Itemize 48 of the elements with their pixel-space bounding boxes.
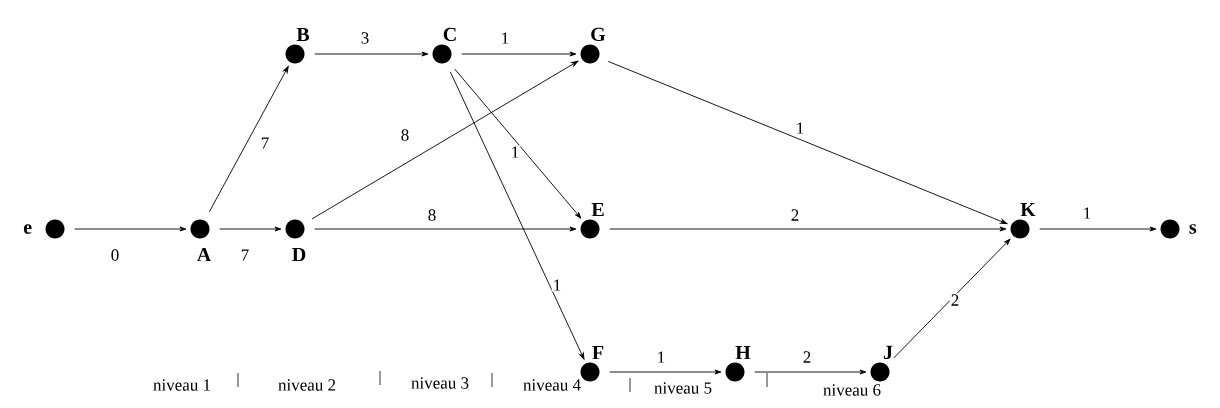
level-label: niveau 3 — [411, 377, 469, 389]
edge-label: 2 — [949, 293, 961, 307]
arrow — [461, 51, 577, 57]
arrow — [893, 238, 1011, 359]
node-label: F — [592, 346, 604, 360]
node-label: H — [735, 346, 751, 360]
level-label: niveau 4 — [523, 379, 581, 391]
edge-label: 1 — [655, 350, 667, 364]
arrow — [607, 61, 1008, 225]
node-label: K — [1020, 203, 1036, 217]
arrow — [311, 60, 579, 220]
node-label: e — [23, 224, 32, 234]
edge-label: 8 — [426, 208, 438, 222]
edge-label: 7 — [239, 248, 251, 262]
node-label: D — [292, 247, 306, 262]
node-label: s — [1189, 224, 1197, 234]
edge-label: 1 — [794, 121, 806, 135]
edge-label: 2 — [789, 208, 801, 222]
level-label: niveau 5 — [654, 382, 712, 394]
node-label: J — [883, 345, 893, 360]
arrow — [219, 226, 282, 232]
edge-label: 8 — [399, 128, 411, 142]
level-label: niveau 6 — [823, 384, 881, 396]
edge-label: 1 — [551, 278, 563, 292]
edge-label: 1 — [499, 31, 511, 45]
edge-label: 2 — [801, 350, 813, 364]
arrow — [449, 71, 585, 360]
arrow — [1039, 226, 1157, 232]
edge-label: 7 — [259, 136, 271, 150]
node-label: G — [591, 27, 606, 42]
node-label: C — [443, 27, 456, 42]
arrow — [754, 369, 867, 375]
edge-label: 0 — [109, 248, 121, 262]
node-label: B — [296, 27, 310, 42]
edge-label: 1 — [509, 145, 521, 159]
arrow — [609, 226, 1007, 232]
level-label: niveau 2 — [278, 379, 336, 391]
level-label: niveau 1 — [153, 379, 211, 391]
arrow — [208, 65, 289, 213]
edge-label: 1 — [1081, 206, 1093, 220]
arrow — [609, 369, 722, 375]
arrow — [314, 226, 577, 232]
node-label: E — [591, 203, 604, 217]
node-label: A — [196, 247, 212, 262]
arrow — [74, 226, 187, 232]
arrow — [454, 68, 582, 219]
edge-label: 3 — [359, 31, 371, 45]
arrow — [314, 51, 429, 57]
